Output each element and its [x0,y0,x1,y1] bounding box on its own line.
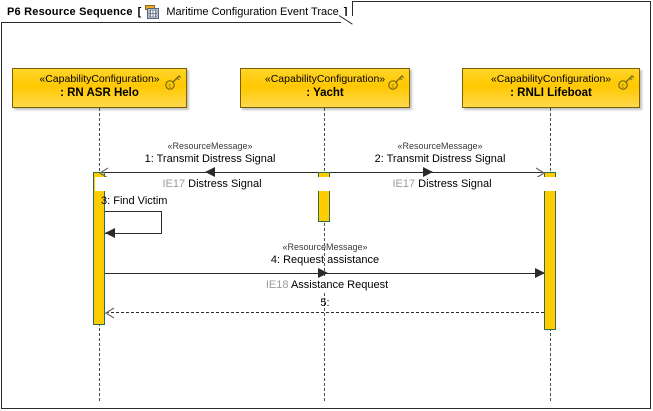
message-1-arrowhead [98,166,111,179]
page-title: P6 Resource Sequence [7,5,133,18]
capability-configuration-icon: c [387,73,405,91]
diagram-frame-tab[interactable]: P6 Resource Sequence [ Maritime Configur… [1,1,353,23]
lifeline-name: : Yacht [306,87,344,99]
lifeline-stereotype: «CapabilityConfiguration» [264,73,386,85]
message-1-information-element: IE17 Distress Signal [95,177,329,191]
lifeline-stereotype: «CapabilityConfiguration» [490,73,612,85]
message-2-line[interactable] [325,172,544,173]
lifeline-name: : RNLI Lifeboat [510,87,592,99]
message-1-name: 1: Transmit Distress Signal [144,153,276,165]
message-2-label[interactable]: «ResourceMessage» 2: Transmit Distress S… [325,141,555,166]
message-1-midpoint-arrow [205,167,215,177]
message-4-arrowhead [535,268,545,278]
message-4-ie-text: Assistance Request [290,279,389,291]
message-5-arrowhead [104,306,117,319]
diagram-subtitle: Maritime Configuration Event Trace [166,5,339,18]
capability-configuration-icon: c [617,73,635,91]
bracket-open: [ [137,5,142,18]
message-5-line[interactable] [106,312,544,313]
lifeline-head-helo[interactable]: «CapabilityConfiguration» : RN ASR Helo … [12,68,187,108]
message-1-stereotype: «ResourceMessage» [167,141,253,151]
svg-text:c: c [392,84,395,90]
svg-text:c: c [622,84,625,90]
message-1-label[interactable]: «ResourceMessage» 1: Transmit Distress S… [95,141,325,166]
message-2-information-element: IE17 Distress Signal [325,177,559,191]
capability-configuration-icon: c [164,73,182,91]
lifeline-name: : RN ASR Helo [60,87,139,99]
message-2-name: 2: Transmit Distress Signal [374,153,506,165]
message-4-information-element: IE18 Assistance Request [210,278,444,292]
message-4-midpoint-arrow [318,268,328,278]
lifeline-head-lifeboat[interactable]: «CapabilityConfiguration» : RNLI Lifeboa… [462,68,640,108]
message-3-self-loop[interactable] [105,211,162,234]
message-2-midpoint-arrow [423,167,433,177]
frame-tab-notch [341,16,355,25]
message-5-label[interactable]: 5: [260,296,390,310]
message-4-label[interactable]: «ResourceMessage» 4: Request assistance [210,242,440,267]
message-2-arrowhead [533,166,546,179]
message-1-ie-text: Distress Signal [188,178,262,190]
message-2-stereotype: «ResourceMessage» [397,141,483,151]
activation-bar-lifeboat [544,172,556,330]
activation-bar-helo [93,172,105,325]
svg-text:c: c [169,84,172,90]
message-5-name: 5: [320,297,330,309]
message-2-ie-text: Distress Signal [418,178,492,190]
lifeline-head-yacht[interactable]: «CapabilityConfiguration» : Yacht c [240,68,410,108]
message-3-name: 3: Find Victim [101,195,168,207]
message-3-arrowhead [105,228,115,238]
message-4-name: 4: Request assistance [270,254,380,266]
message-4-ie-code: IE18 [265,279,289,291]
event-trace-icon [145,4,160,19]
lifeline-yacht [324,108,325,401]
message-2-ie-code: IE17 [392,178,416,190]
message-4-stereotype: «ResourceMessage» [282,242,368,252]
message-3-label[interactable]: 3: Find Victim [101,194,167,208]
bracket-close: ] [343,5,348,18]
message-1-ie-code: IE17 [162,178,186,190]
lifeline-stereotype: «CapabilityConfiguration» [39,73,160,85]
